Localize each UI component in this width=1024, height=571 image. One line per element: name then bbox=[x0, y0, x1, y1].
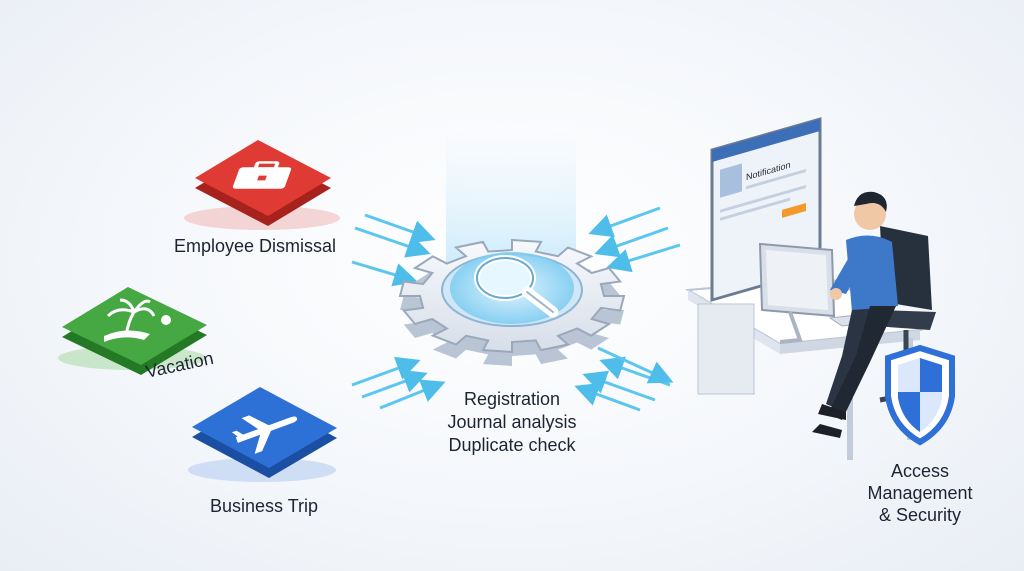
arrow bbox=[379, 379, 446, 410]
workstation: Notification bbox=[684, 117, 955, 460]
arrow bbox=[594, 226, 669, 258]
destination-line-2: Management bbox=[867, 483, 973, 503]
destination-line-1: Access bbox=[890, 461, 950, 481]
palm-tree-icon bbox=[104, 298, 171, 342]
arrow bbox=[606, 243, 681, 273]
gear-magnifier-icon bbox=[398, 238, 626, 366]
incoming-arrows bbox=[351, 206, 681, 412]
person-shirt bbox=[846, 235, 898, 312]
card-employee-dismissal bbox=[184, 140, 340, 230]
shield-icon bbox=[885, 344, 955, 446]
card-vacation bbox=[58, 287, 207, 375]
arrow bbox=[351, 260, 418, 287]
arrow bbox=[361, 369, 428, 399]
label-employee-dismissal: Employee Dismissal bbox=[174, 236, 337, 256]
desktop-monitor bbox=[758, 242, 836, 344]
step-journal-analysis: Journal analysis bbox=[447, 412, 577, 432]
arrow bbox=[574, 382, 641, 412]
label-business-trip: Business Trip bbox=[210, 496, 319, 516]
card-face-green bbox=[62, 287, 207, 365]
airplane-icon bbox=[231, 415, 298, 454]
arrow bbox=[597, 346, 674, 384]
arrow bbox=[354, 226, 431, 258]
notification-button bbox=[782, 203, 806, 218]
arrow bbox=[588, 206, 661, 238]
desk-drawer bbox=[697, 303, 755, 395]
arrow bbox=[351, 356, 421, 387]
destination-line-3: & Security bbox=[878, 505, 962, 525]
arrow bbox=[364, 213, 436, 244]
magnifier-icon bbox=[474, 255, 559, 318]
card-business-trip bbox=[188, 387, 337, 482]
step-duplicate-check: Duplicate check bbox=[448, 435, 576, 455]
step-registration: Registration bbox=[463, 389, 561, 409]
person bbox=[812, 191, 898, 438]
outgoing-arrows bbox=[597, 346, 674, 384]
arrow bbox=[582, 370, 656, 402]
briefcase-icon bbox=[232, 161, 292, 189]
